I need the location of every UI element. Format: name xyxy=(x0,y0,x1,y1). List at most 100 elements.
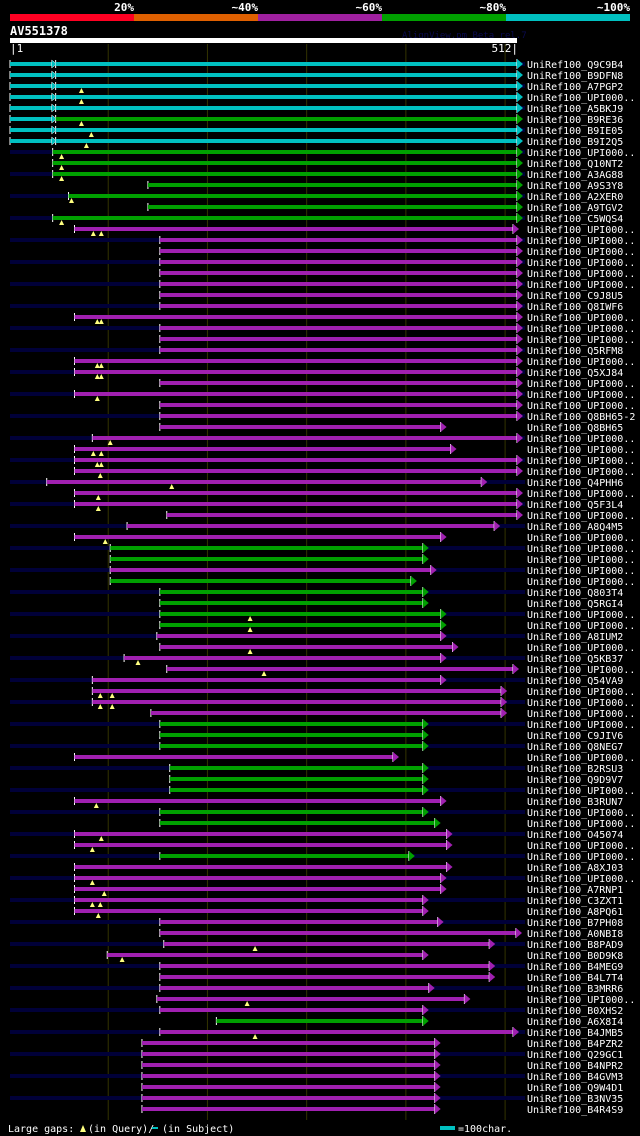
hit-label[interactable]: UniRef100_Q5XJ84 xyxy=(527,368,623,379)
alignment-row[interactable]: UniRef100_UPI000.. xyxy=(73,752,635,764)
alignment-row[interactable]: UniRef100_A9TGV2 xyxy=(147,202,623,214)
alignment-row[interactable]: UniRef100_UPI000.. xyxy=(10,785,635,797)
alignment-row[interactable]: UniRef100_UPI000.. xyxy=(73,466,635,478)
hit-label[interactable]: UniRef100_Q8BH65 xyxy=(527,423,623,434)
hit-label[interactable]: UniRef100_A8Q4M5 xyxy=(527,522,623,533)
hit-label[interactable]: UniRef100_UPI000.. xyxy=(527,236,635,247)
alignment-row[interactable]: UniRef100_Q5KB37 xyxy=(10,653,623,665)
alignment-row[interactable]: UniRef100_A5BKJ9 xyxy=(9,103,623,115)
alignment-row[interactable]: UniRef100_A7RNP1 xyxy=(73,884,623,896)
hit-label[interactable]: UniRef100_A3AG88 xyxy=(527,170,623,181)
alignment-row[interactable]: UniRef100_B7PH08 xyxy=(10,917,623,929)
alignment-row[interactable]: UniRef100_UPI000.. xyxy=(159,642,636,654)
hit-label[interactable]: UniRef100_B3NV35 xyxy=(527,1094,623,1105)
hit-label[interactable]: UniRef100_C3ZXT1 xyxy=(527,896,623,907)
alignment-row[interactable]: UniRef100_UPI000.. xyxy=(10,565,635,577)
hit-label[interactable]: UniRef100_B0XHS2 xyxy=(527,1006,623,1017)
hit-label[interactable]: UniRef100_UPI000.. xyxy=(527,874,635,885)
hit-label[interactable]: UniRef100_UPI000.. xyxy=(527,786,635,797)
hit-label[interactable]: UniRef100_A9S3Y8 xyxy=(527,181,623,192)
alignment-row[interactable]: UniRef100_Q5XJ84 xyxy=(10,367,623,379)
alignment-row[interactable]: UniRef100_UPI000.. xyxy=(10,697,635,709)
hit-label[interactable]: UniRef100_UPI000.. xyxy=(527,379,635,390)
hit-label[interactable]: UniRef100_UPI000.. xyxy=(527,698,635,709)
hit-label[interactable]: UniRef100_Q5RFM8 xyxy=(527,346,623,357)
hit-label[interactable]: UniRef100_UPI000.. xyxy=(527,93,635,104)
hit-label[interactable]: UniRef100_B4NPR2 xyxy=(527,1061,623,1072)
alignment-row[interactable]: UniRef100_UPI000.. xyxy=(10,389,635,401)
alignment-row[interactable]: UniRef100_UPI000.. xyxy=(159,818,636,830)
alignment-row[interactable]: UniRef100_UPI000.. xyxy=(10,543,635,555)
alignment-row[interactable]: UniRef100_UPI000.. xyxy=(150,708,635,720)
hit-label[interactable]: UniRef100_B4R4S9 xyxy=(527,1105,623,1116)
alignment-row[interactable]: UniRef100_B4L7T4 xyxy=(159,972,624,984)
alignment-row[interactable]: UniRef100_C9J8U5 xyxy=(159,290,624,302)
hit-label[interactable]: UniRef100_Q9D9V7 xyxy=(527,775,623,786)
alignment-row[interactable]: UniRef100_B4MEG9 xyxy=(10,961,623,973)
alignment-row[interactable]: UniRef100_B9IE05 xyxy=(9,125,623,137)
hit-label[interactable]: UniRef100_B4PZR2 xyxy=(527,1039,623,1050)
hit-label[interactable]: UniRef100_A8XJ03 xyxy=(527,863,623,874)
alignment-row[interactable]: UniRef100_Q5RFM8 xyxy=(10,345,623,357)
hit-label[interactable]: UniRef100_Q5KB37 xyxy=(527,654,623,665)
alignment-row[interactable]: UniRef100_UPI000.. xyxy=(10,279,635,291)
alignment-row[interactable]: UniRef100_B4GVM3 xyxy=(10,1071,623,1083)
alignment-row[interactable]: UniRef100_Q8BH65 xyxy=(159,422,624,434)
hit-label[interactable]: UniRef100_Q8BH65-2 xyxy=(527,412,635,423)
alignment-row[interactable]: UniRef100_Q9W4D1 xyxy=(141,1082,623,1094)
hit-label[interactable]: UniRef100_B4JMB5 xyxy=(527,1028,623,1039)
hit-label[interactable]: UniRef100_A8PQ61 xyxy=(527,907,623,918)
alignment-row[interactable]: UniRef100_Q9D9V7 xyxy=(169,774,624,786)
alignment-row[interactable]: UniRef100_UPI000.. xyxy=(166,664,636,676)
alignment-row[interactable]: UniRef100_A8IUM2 xyxy=(10,631,623,643)
alignment-row[interactable]: UniRef100_UPI000.. xyxy=(109,554,635,566)
hit-label[interactable]: UniRef100_UPI000.. xyxy=(527,357,635,368)
hit-label[interactable]: UniRef100_UPI000.. xyxy=(527,247,635,258)
alignment-row[interactable]: UniRef100_UPI000.. xyxy=(10,719,635,731)
alignment-row[interactable]: UniRef100_C9JIV6 xyxy=(159,730,624,742)
alignment-row[interactable]: UniRef100_Q8BH65-2 xyxy=(10,411,635,423)
hit-label[interactable]: UniRef100_Q803T4 xyxy=(527,588,623,599)
alignment-row[interactable]: UniRef100_UPI000.. xyxy=(109,576,635,588)
hit-label[interactable]: UniRef100_B2RSU3 xyxy=(527,764,623,775)
hit-label[interactable]: UniRef100_UPI000.. xyxy=(527,280,635,291)
alignment-row[interactable]: UniRef100_C3ZXT1 xyxy=(10,895,623,907)
alignment-row[interactable]: UniRef100_UPI000.. xyxy=(10,807,635,819)
hit-label[interactable]: UniRef100_A7RNP1 xyxy=(527,885,623,896)
alignment-row[interactable]: UniRef100_UPI000.. xyxy=(159,334,636,346)
hit-label[interactable]: UniRef100_B4L7T4 xyxy=(527,973,623,984)
hit-label[interactable]: UniRef100_Q54VA9 xyxy=(527,676,623,687)
alignment-row[interactable]: UniRef100_UPI000.. xyxy=(73,312,635,324)
alignment-row[interactable]: UniRef100_B4JMB5 xyxy=(10,1027,623,1039)
alignment-row[interactable]: UniRef100_UPI000.. xyxy=(159,400,636,412)
hit-label[interactable]: UniRef100_UPI000.. xyxy=(527,555,635,566)
hit-label[interactable]: UniRef100_UPI000.. xyxy=(527,808,635,819)
hit-label[interactable]: UniRef100_Q8NEG7 xyxy=(527,742,623,753)
hit-label[interactable]: UniRef100_UPI000.. xyxy=(527,467,635,478)
hit-label[interactable]: UniRef100_UPI000.. xyxy=(527,456,635,467)
alignment-row[interactable]: UniRef100_UPI000.. xyxy=(73,444,635,456)
alignment-row[interactable]: UniRef100_UPI000.. xyxy=(159,246,636,258)
alignment-row[interactable]: UniRef100_UPI000.. xyxy=(73,532,635,544)
hit-label[interactable]: UniRef100_B3MRR6 xyxy=(527,984,623,995)
hit-label[interactable]: UniRef100_Q9C9B4 xyxy=(527,60,623,71)
alignment-row[interactable]: UniRef100_UPI000.. xyxy=(9,92,635,104)
hit-label[interactable]: UniRef100_B0D9K8 xyxy=(527,951,623,962)
alignment-row[interactable]: UniRef100_UPI000.. xyxy=(159,620,636,632)
alignment-row[interactable]: UniRef100_C5WQS4 xyxy=(10,213,623,225)
alignment-row[interactable]: UniRef100_UPI000.. xyxy=(10,851,635,863)
alignment-row[interactable]: UniRef100_B3RUN7 xyxy=(73,796,623,808)
alignment-row[interactable]: UniRef100_UPI000.. xyxy=(10,323,635,335)
hit-label[interactable]: UniRef100_Q9W4D1 xyxy=(527,1083,623,1094)
alignment-row[interactable]: UniRef100_A8XJ03 xyxy=(73,862,623,874)
alignment-row[interactable]: UniRef100_A7PGP2 xyxy=(9,81,623,93)
hit-label[interactable]: UniRef100_B9IE05 xyxy=(527,126,623,137)
hit-label[interactable]: UniRef100_C9JIV6 xyxy=(527,731,623,742)
alignment-row[interactable]: UniRef100_UPI000.. xyxy=(91,686,635,698)
hit-label[interactable]: UniRef100_B4GVM3 xyxy=(527,1072,623,1083)
alignment-row[interactable]: UniRef100_B9I2Q5 xyxy=(9,136,623,148)
alignment-row[interactable]: UniRef100_Q5F3L4 xyxy=(10,499,623,511)
hit-label[interactable]: UniRef100_UPI000.. xyxy=(527,258,635,269)
alignment-row[interactable]: UniRef100_B0D9K8 xyxy=(106,950,623,962)
alignment-row[interactable]: UniRef100_A9S3Y8 xyxy=(147,180,623,192)
